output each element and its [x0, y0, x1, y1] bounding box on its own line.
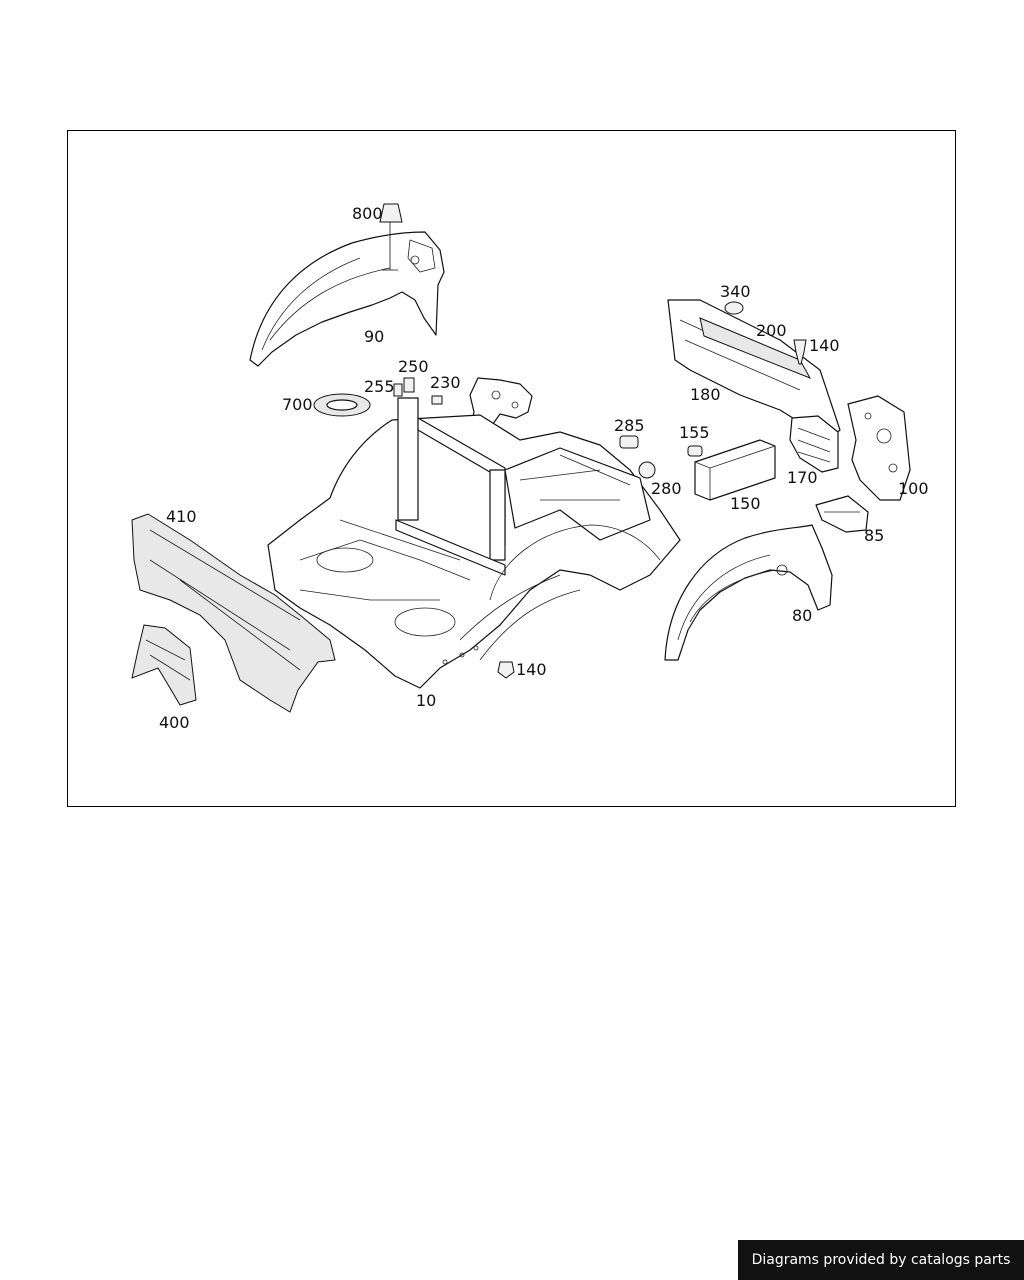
- callout-155: 155: [679, 423, 710, 442]
- part-250-sleeve[interactable]: [403, 377, 415, 393]
- callout-150: 150: [730, 494, 761, 513]
- part-285-bushing[interactable]: [619, 435, 639, 449]
- callout-400: 400: [159, 713, 190, 732]
- footer-text: Diagrams provided by catalogs parts: [751, 1252, 1011, 1268]
- part-800-bump-stop[interactable]: [379, 203, 403, 271]
- callout-180: 180: [690, 385, 721, 404]
- part-80-wheel-arch-liner[interactable]: [664, 524, 833, 661]
- callout-140-lower: 140: [516, 660, 547, 679]
- part-150-box-member[interactable]: [694, 439, 776, 501]
- part-255-sleeve[interactable]: [393, 383, 403, 397]
- part-90-wheel-arch-liner[interactable]: [249, 231, 445, 367]
- callout-170: 170: [787, 468, 818, 487]
- callout-230: 230: [430, 373, 461, 392]
- part-280-bushing[interactable]: [638, 461, 656, 479]
- callout-255: 255: [364, 377, 395, 396]
- callout-285: 285: [614, 416, 645, 435]
- callout-85: 85: [864, 526, 884, 545]
- callout-100: 100: [898, 479, 929, 498]
- part-85-bracket[interactable]: [815, 495, 869, 533]
- callout-280: 280: [651, 479, 682, 498]
- callout-140-upper: 140: [809, 336, 840, 355]
- part-400-insulation-piece[interactable]: [131, 624, 197, 706]
- callout-labels: 800 90 700 255 250 230 340 200 140 180 2…: [159, 204, 929, 732]
- callout-80: 80: [792, 606, 812, 625]
- part-10-rear-floor-assembly[interactable]: [267, 397, 681, 689]
- footer-banner: Diagrams provided by catalogs parts: [738, 1240, 1024, 1280]
- callout-340: 340: [720, 282, 751, 301]
- part-100-end-panel[interactable]: [847, 395, 911, 501]
- callout-10: 10: [416, 691, 436, 710]
- callout-410: 410: [166, 507, 197, 526]
- part-155-plug[interactable]: [687, 445, 703, 457]
- callout-90: 90: [364, 327, 384, 346]
- part-140-clip-upper[interactable]: [793, 339, 807, 365]
- part-230-insert[interactable]: [431, 395, 443, 405]
- callout-800: 800: [352, 204, 383, 223]
- part-140-clip-lower[interactable]: [497, 661, 515, 679]
- part-340-cap[interactable]: [724, 301, 744, 315]
- part-410-insulation-panel[interactable]: [131, 513, 336, 713]
- callout-200: 200: [756, 321, 787, 340]
- callout-250: 250: [398, 357, 429, 376]
- part-700-gasket[interactable]: [313, 393, 371, 417]
- part-170-bracket[interactable]: [789, 415, 839, 473]
- part-180-bumper-beam[interactable]: [667, 299, 841, 441]
- callout-700: 700: [282, 395, 313, 414]
